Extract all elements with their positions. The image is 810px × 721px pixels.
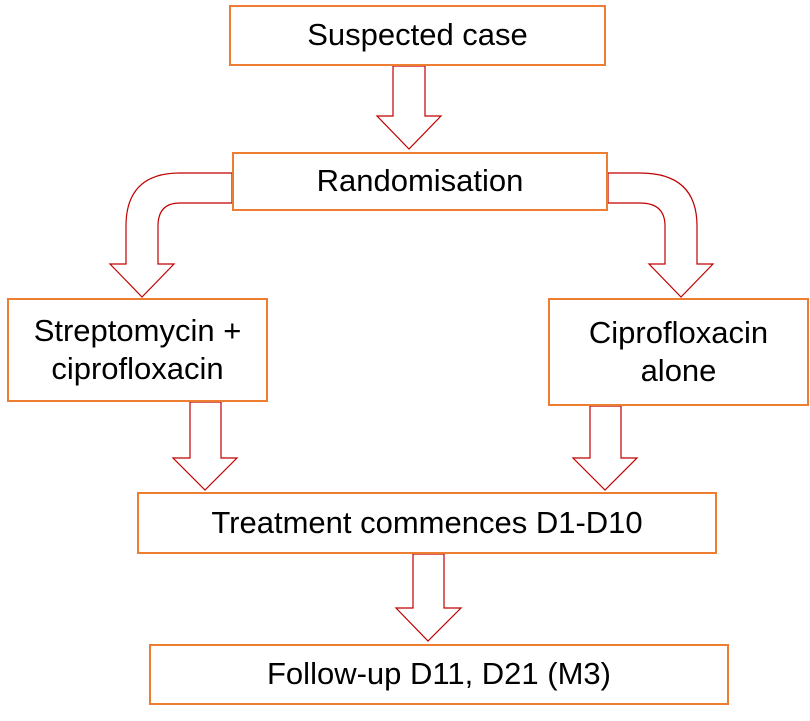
node-single-line-2: alone <box>640 353 717 388</box>
node-streptomycin-ciprofloxacin: Streptomycin + ciprofloxacin <box>7 298 268 402</box>
node-treatment-label: Treatment commences D1-D10 <box>211 504 643 540</box>
arrow-suspected-to-randomisation <box>375 65 443 150</box>
node-randomisation-label: Randomisation <box>316 163 524 199</box>
node-combination-line-1: Streptomycin + <box>33 312 242 348</box>
node-treatment: Treatment commences D1-D10 <box>137 492 717 554</box>
node-followup-label: Follow-up D11, D21 (M3) <box>267 656 611 692</box>
arrow-single-to-treatment <box>571 405 639 491</box>
arrow-combination-to-treatment <box>171 401 239 491</box>
arrow-randomisation-to-combination <box>108 172 233 298</box>
node-ciprofloxacin-alone: Ciprofloxacin alone <box>548 298 809 406</box>
node-single-line-1: Ciprofloxacin <box>588 314 769 350</box>
node-suspected-case: Suspected case <box>229 5 606 66</box>
node-randomisation: Randomisation <box>232 152 608 211</box>
node-combination-line-2: ciprofloxacin <box>51 351 224 386</box>
arrow-treatment-to-followup <box>394 553 463 642</box>
arrow-randomisation-to-single <box>607 172 715 298</box>
node-followup: Follow-up D11, D21 (M3) <box>149 644 729 705</box>
node-suspected-case-label: Suspected case <box>307 17 528 53</box>
